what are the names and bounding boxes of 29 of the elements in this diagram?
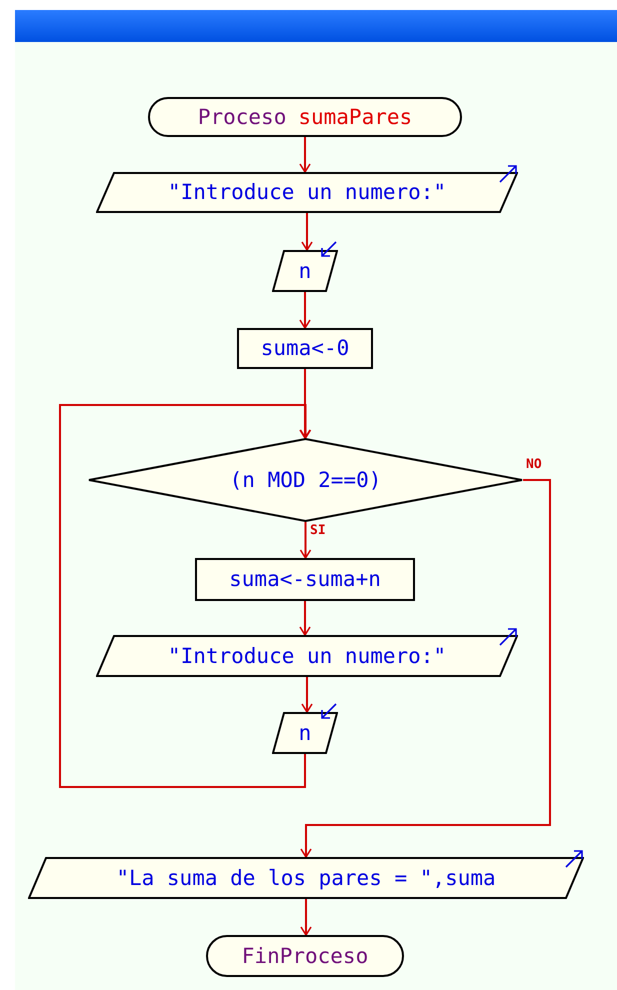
statement-text: n xyxy=(298,722,312,744)
process-box xyxy=(195,558,415,601)
statement-text: "La suma de los pares = ",suma xyxy=(116,868,496,888)
statement-text: (n MOD 2==0) xyxy=(230,470,382,490)
statement-text: n xyxy=(298,260,312,282)
statement-text: suma<-suma+n xyxy=(229,569,381,590)
arrow xyxy=(299,369,311,439)
arrow xyxy=(301,213,313,251)
decision-diamond xyxy=(88,438,523,522)
arrow xyxy=(299,292,311,329)
arrow xyxy=(59,404,312,788)
arrow xyxy=(301,677,313,713)
arrow xyxy=(300,479,551,858)
process-box xyxy=(237,328,373,369)
terminal-label: FinProceso xyxy=(242,946,368,966)
arrow xyxy=(300,522,312,559)
edge-label: SI xyxy=(310,524,326,537)
terminal-shape xyxy=(148,97,462,137)
terminal-shape xyxy=(206,935,404,977)
arrow xyxy=(300,899,312,936)
statement-text: "Introduce un numero:" xyxy=(168,646,446,666)
terminal-label: Proceso xyxy=(198,106,286,128)
edge-label: NO xyxy=(526,458,542,471)
arrow xyxy=(299,137,311,173)
arrow xyxy=(299,601,311,636)
statement-text: suma<-0 xyxy=(260,338,350,359)
terminal-label: sumaPares xyxy=(298,106,412,128)
statement-text: "Introduce un numero:" xyxy=(168,182,446,203)
title-bar xyxy=(15,10,617,42)
